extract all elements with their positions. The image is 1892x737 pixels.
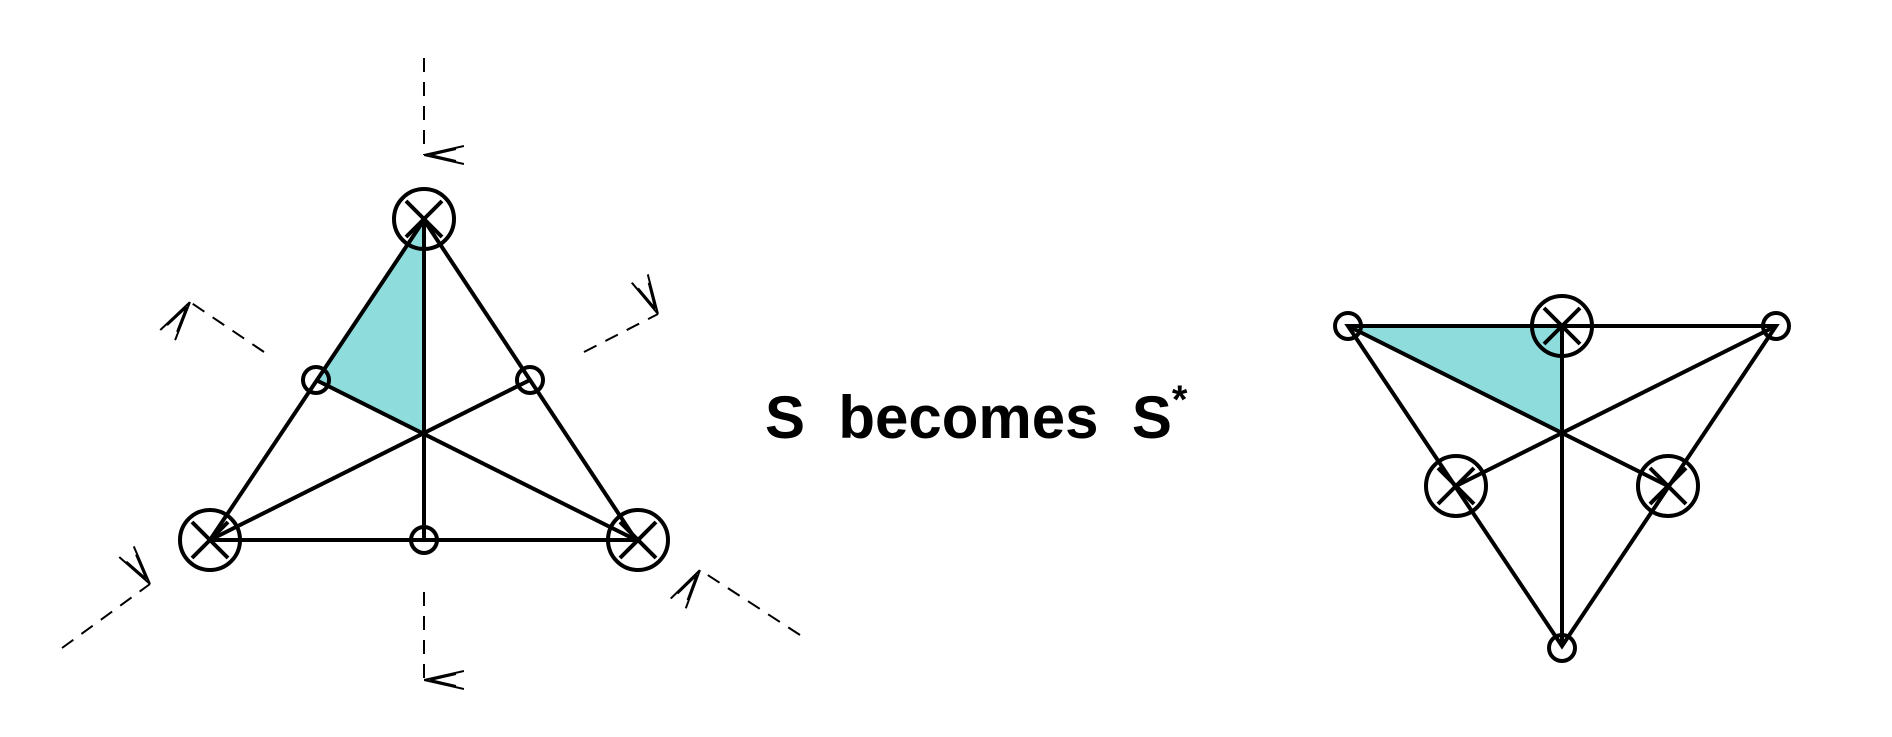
caption-text: S becomes S* <box>765 378 1235 458</box>
left-dashed-arrows <box>61 58 801 680</box>
left-small-circle-bottom <box>409 525 439 555</box>
left-small-circle-left <box>301 365 331 395</box>
dashed-arrow-upper-right <box>583 314 658 353</box>
dashed-arrow-lower-left <box>61 584 150 649</box>
right-median-left <box>1347 324 1669 488</box>
left-large-circle-cross-bottom-right <box>606 508 670 572</box>
dashed-arrow-upper-left <box>190 301 265 353</box>
right-large-circle-cross-top <box>1530 294 1594 358</box>
right-small-circle-top-right <box>1761 311 1791 341</box>
caption-letter: S <box>765 384 806 451</box>
left-large-circle-cross-bottom-left <box>178 508 242 572</box>
right-large-circle-cross-left <box>1424 454 1488 518</box>
left-median-right <box>315 378 637 542</box>
left-large-circle-cross-top <box>392 187 456 251</box>
caption-verb: becomes <box>838 384 1099 451</box>
right-small-circle-bottom <box>1547 633 1577 663</box>
caption-result-mark: * <box>1171 378 1188 422</box>
right-median-right <box>1455 324 1777 488</box>
left-median-left <box>209 378 531 542</box>
right-small-circle-top-left <box>1333 311 1363 341</box>
left-triangle-figure <box>61 58 801 680</box>
dashed-arrow-lower-right <box>700 569 801 636</box>
left-small-circle-right <box>515 365 545 395</box>
caption-result-letter: S <box>1131 384 1172 451</box>
right-large-circle-cross-right <box>1636 454 1700 518</box>
right-triangle-figure <box>1333 294 1791 663</box>
left-shaded-face <box>316 220 424 433</box>
